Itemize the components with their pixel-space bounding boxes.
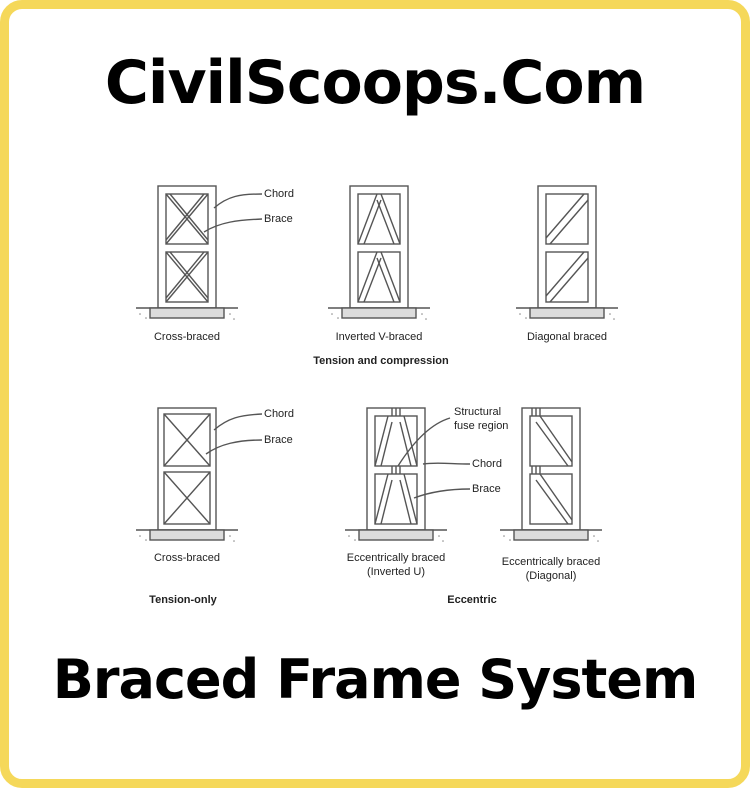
caption-eccentric-u-line2: (Inverted U): [367, 566, 425, 578]
brace-label-2: Brace: [264, 434, 293, 446]
group-label-tension-compression: Tension and compression: [313, 355, 449, 367]
chord-label-3: Chord: [472, 458, 502, 470]
fuse-label-line1: Structural: [454, 406, 501, 418]
group-label-eccentric: Eccentric: [447, 594, 497, 606]
frame-eccentric-diagonal: [521, 407, 581, 531]
ground-6: [500, 529, 602, 541]
ground-2: [328, 307, 430, 319]
brace-leader-3: [413, 488, 471, 499]
chord-leader-2: [213, 413, 263, 431]
caption-eccentric-u-line1: Eccentrically braced: [347, 552, 445, 564]
chord-label-1: Chord: [264, 188, 294, 200]
site-title: CivilScoops.Com: [104, 48, 646, 118]
brace-label-1: Brace: [264, 213, 293, 225]
chord-leader-3: [422, 462, 471, 465]
caption-inverted-v: Inverted V-braced: [336, 331, 423, 343]
caption-cross-braced-bottom: Cross-braced: [154, 552, 220, 564]
frame-inverted-v: [349, 185, 409, 309]
fuse-leader: [397, 417, 451, 467]
chord-label-2: Chord: [264, 408, 294, 420]
ground-3: [516, 307, 618, 319]
caption-eccentric-diag-line2: (Diagonal): [526, 570, 577, 582]
caption-eccentric-diag-line1: Eccentrically braced: [502, 556, 600, 568]
ground-hatching: [139, 313, 615, 542]
frame-diagonal: [537, 185, 597, 309]
brace-label-3: Brace: [472, 483, 501, 495]
caption-cross-braced-top: Cross-braced: [154, 331, 220, 343]
ground-1: [136, 307, 238, 319]
ground-5: [345, 529, 447, 541]
fuse-label-line2: fuse region: [454, 420, 508, 432]
footer-title: Braced Frame System: [52, 648, 698, 711]
frame-cross-braced-top: [157, 185, 217, 309]
brace-leader-1: [203, 218, 263, 233]
ground-4: [136, 529, 238, 541]
caption-diagonal: Diagonal braced: [527, 331, 607, 343]
chord-leader-1: [213, 193, 263, 209]
frame-cross-braced-bottom: [157, 407, 217, 531]
group-label-tension-only: Tension-only: [149, 594, 218, 606]
brace-leader-2: [205, 439, 263, 455]
frame-eccentric-inverted-u: [366, 407, 426, 531]
